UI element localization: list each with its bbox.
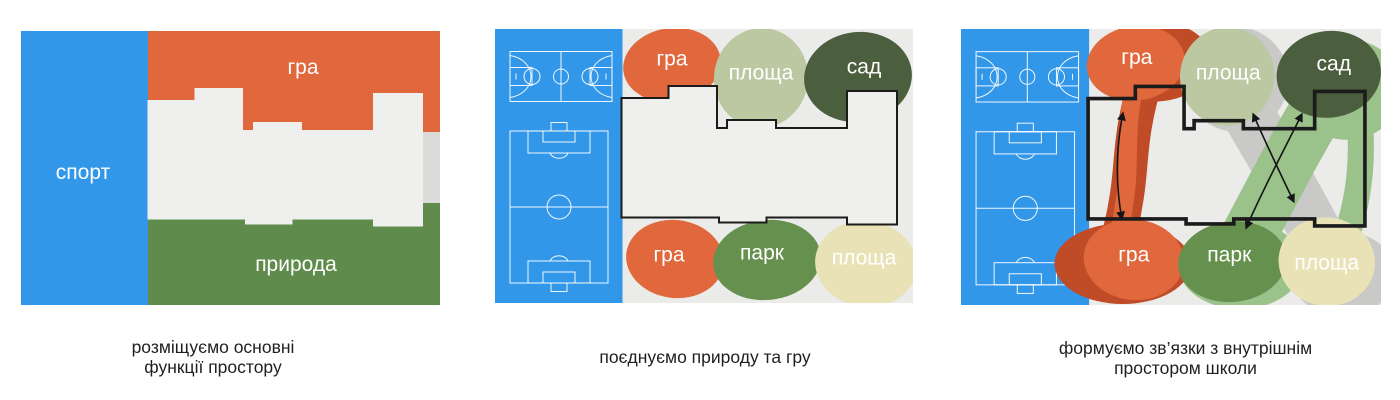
play-connection-arrow <box>1116 111 1126 221</box>
square-blob-top-label: площа <box>1196 61 1261 84</box>
park-blob-label: парк <box>1207 244 1252 267</box>
step3-figure: гра площа сад гра парк площа <box>961 29 1381 305</box>
play-blob-bottom-label: гра <box>653 244 684 267</box>
step2-caption-line1: поєднуємо природу та гру <box>599 347 811 367</box>
park-blob <box>713 219 821 301</box>
play-blob-bottom <box>626 219 724 299</box>
sport-zone-label: спорт <box>56 161 111 184</box>
play-blob-bottom <box>1083 219 1184 301</box>
step2-figure: гра площа сад гра парк площа <box>495 29 913 303</box>
basketball-court-icon <box>509 51 613 102</box>
square-blob-bottom <box>1278 217 1375 305</box>
garden-blob-label: сад <box>847 56 881 79</box>
park-blob <box>1178 221 1287 303</box>
park-blob-label: парк <box>740 242 785 265</box>
sport-field-area <box>495 29 623 303</box>
school-building-outline <box>1086 84 1367 228</box>
step3-caption-line1: формуємо зв’язки з внутрішнім <box>1058 338 1313 358</box>
play-blob-top <box>1086 29 1185 101</box>
step3-caption-line2: простором школи <box>1114 357 1257 378</box>
step1-caption-line1: розміщуємо основні <box>131 337 295 357</box>
soccer-field-icon <box>509 122 609 292</box>
square-square-connection-arrow <box>1251 112 1295 204</box>
square-blob-top-label: площа <box>729 62 794 85</box>
school-building-footprint <box>147 88 423 227</box>
step1-caption-line2: функції простору <box>144 356 282 377</box>
step1-caption: розміщуємо основні функції простору <box>33 337 393 377</box>
play-blob-bottom-label: гра <box>1118 244 1149 267</box>
play-zone-label: гра <box>287 56 318 79</box>
square-blob-bottom-label: площа <box>832 247 897 270</box>
garden-blob-label: сад <box>1316 52 1351 75</box>
square-blob-top <box>1179 29 1275 126</box>
sport-zone <box>21 31 148 305</box>
step2-caption: поєднуємо природу та гру <box>525 347 885 368</box>
square-blob-bottom <box>815 220 913 303</box>
square-blob-top <box>713 29 809 128</box>
play-blob-top-label: гра <box>1121 46 1152 69</box>
school-building-footprint <box>620 85 898 226</box>
step1-figure: спорт гра природа <box>21 31 440 305</box>
garden-blob <box>1276 30 1381 118</box>
soccer-field-icon <box>975 122 1076 294</box>
step3-caption: формуємо зв’язки з внутрішнім простором … <box>1003 338 1368 378</box>
play-blob-top-label: гра <box>656 48 687 71</box>
play-blob-top <box>623 29 721 103</box>
square-blob-bottom-label: площа <box>1294 252 1359 275</box>
nature-zone-label: природа <box>255 253 337 276</box>
basketball-court-icon <box>975 51 1080 103</box>
